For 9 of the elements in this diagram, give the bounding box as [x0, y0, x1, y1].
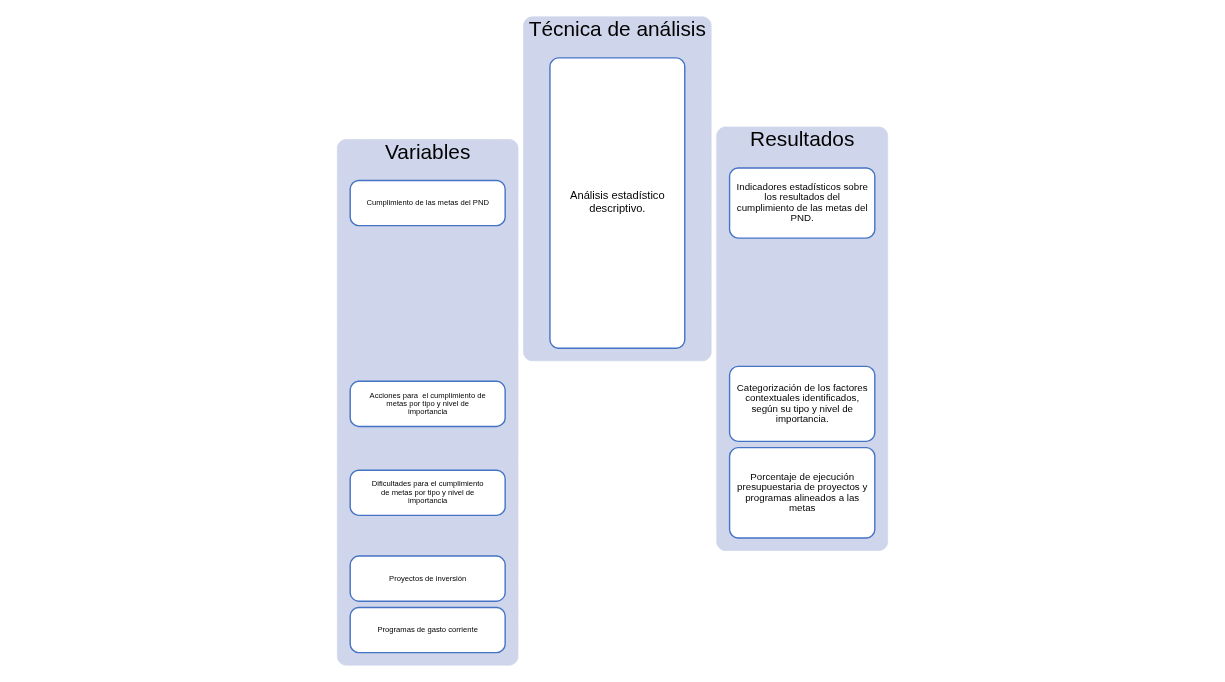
node-box: Dificultades para el cumplimiento de metas por tipo y nivel de importancia	[349, 469, 506, 517]
node-box: Acciones para el cumplimiento de metas por tipo y nivel de importancia	[349, 380, 506, 428]
node-box: Programas de gasto corriente	[349, 606, 506, 654]
node-box: Cumplimiento de las metas del PND	[349, 179, 506, 227]
node-box: Indicadores estadísticos sobre los resultados del cumplimiento de las metas del PND.	[728, 167, 876, 239]
node-box: Categorización de los factores contextuales identificados, según su tipo y nivel de importancia.	[728, 365, 876, 443]
node-box: Proyectos de inversión	[349, 555, 506, 602]
node-box: Porcentaje de ejecución presupuestaria de proyectos y programas alineados a las metas	[728, 446, 876, 539]
node-box: Análisis estadístico descriptivo.	[549, 57, 686, 349]
